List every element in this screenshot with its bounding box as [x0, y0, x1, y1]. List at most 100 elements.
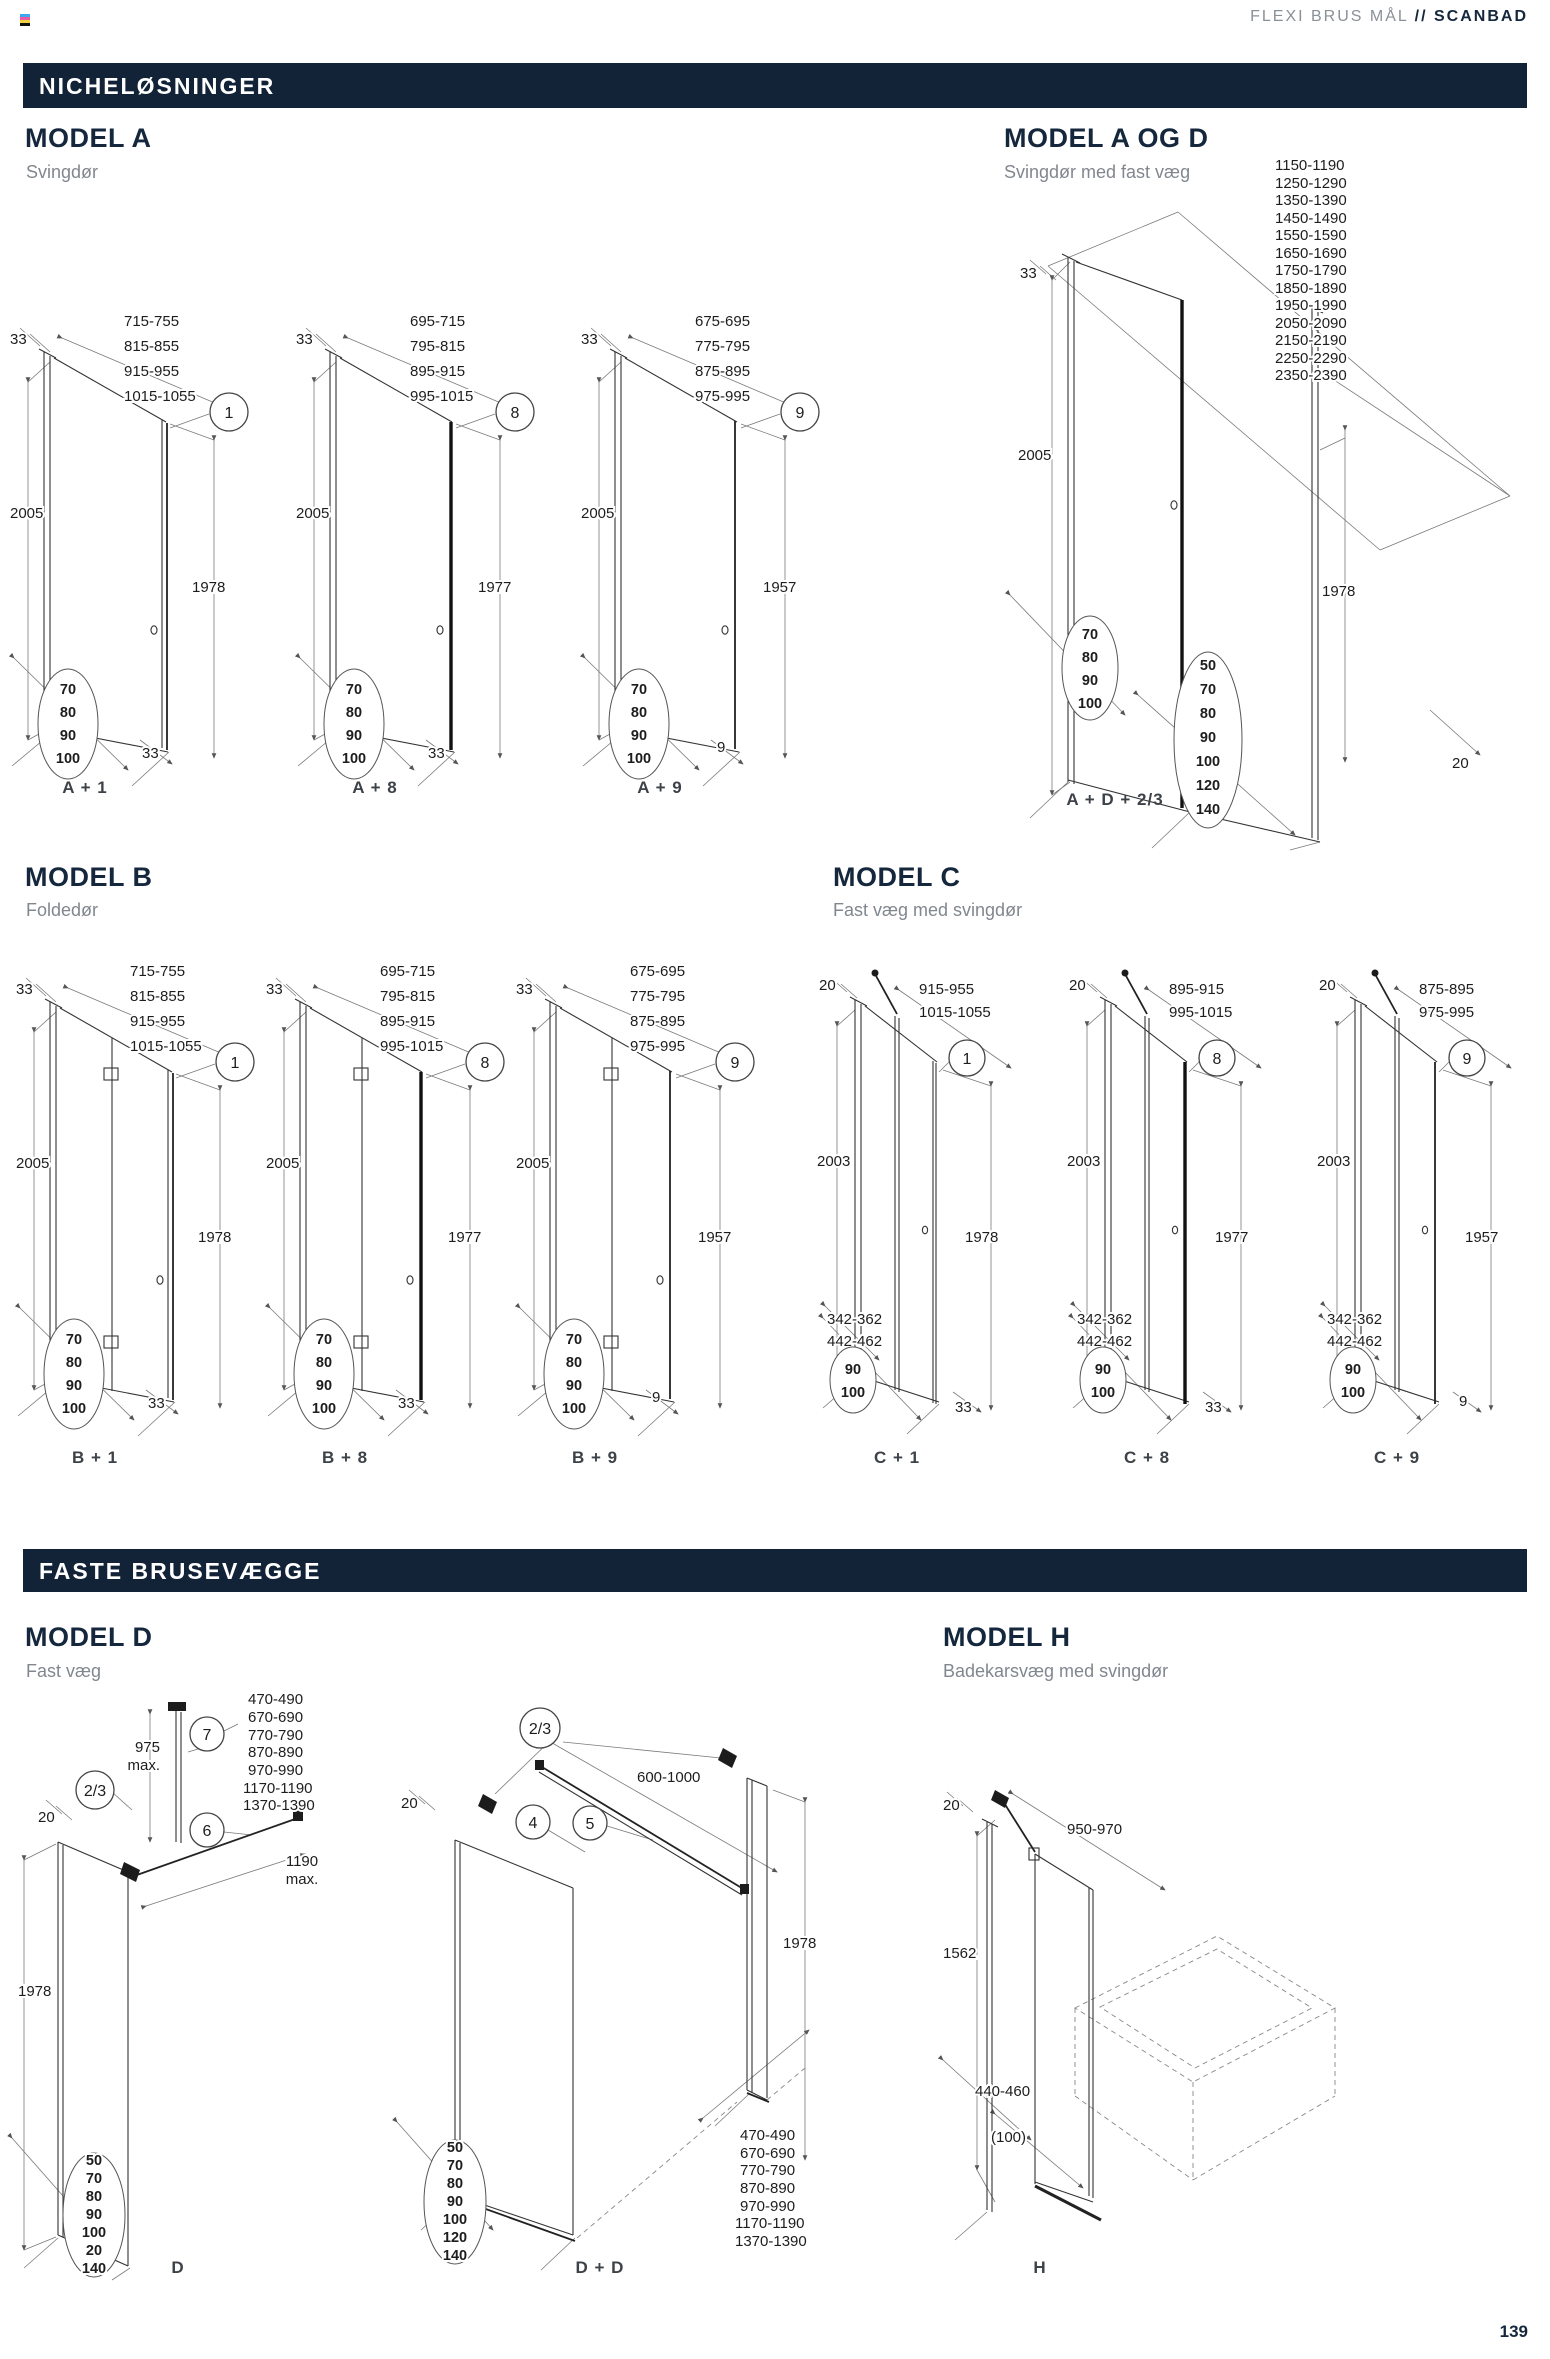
dim-width: 915-955 — [919, 981, 974, 998]
caption-b1: B + 1 — [71, 1448, 119, 1467]
dim-width: 815-855 — [130, 988, 185, 1005]
depth-option: 90 — [60, 728, 76, 744]
dim-gap-bottom: 9 — [717, 739, 725, 756]
depth-option: 90 — [566, 1378, 582, 1394]
model-h-subtitle: Badekarsvæg med svingdør — [943, 1661, 1169, 1681]
door-handle — [921, 1225, 929, 1235]
depth-options-oval — [43, 1318, 105, 1430]
dim-width: 870-890 — [248, 1744, 303, 1761]
dim-width: 695-715 — [380, 963, 435, 980]
dim-height-right: 1977 — [478, 579, 511, 596]
depth-option: 50 — [1200, 658, 1216, 674]
dim-bar-range: 600-1000 — [637, 1769, 700, 1786]
dim-height-left: 2003 — [1317, 1153, 1350, 1170]
dim-height-right: 1978 — [1322, 583, 1355, 600]
dim-brace-length: 1190 — [286, 1853, 318, 1870]
depth-options-oval — [1061, 615, 1119, 721]
model-d-subtitle: Fast væg — [26, 1661, 102, 1681]
dim-gap-top: 33 — [266, 981, 283, 998]
model-c-title: MODEL C — [833, 862, 961, 892]
diagram-h: 20 950-970 1562 440-460 (100) — [937, 1789, 1336, 2241]
dim-width: 970-990 — [740, 2198, 795, 2215]
depth-option: 80 — [86, 2189, 102, 2205]
depth-option: 80 — [1200, 706, 1216, 722]
dim-gap-bottom: 20 — [1452, 755, 1469, 772]
dim-gap-top: 20 — [819, 977, 836, 994]
dim-width: 1015-1055 — [130, 1038, 202, 1055]
dim-width: 675-695 — [695, 313, 750, 330]
caption-dd: D + D — [575, 2258, 625, 2277]
part-callout — [948, 1039, 986, 1077]
dim-width: 795-815 — [410, 338, 465, 355]
dim-gap-bottom: 33 — [142, 745, 159, 762]
depth-option: 90 — [1200, 730, 1216, 746]
depth-option: 140 — [1196, 802, 1220, 818]
dim-width: 815-855 — [124, 338, 179, 355]
part-callout — [519, 1707, 561, 1749]
model-b-subtitle: Foldedør — [26, 900, 99, 920]
dim-height-left: 2005 — [581, 505, 614, 522]
depth-option: 70 — [66, 1332, 82, 1348]
part-callout — [780, 392, 820, 432]
door-handle — [1421, 1225, 1429, 1235]
depth-options-oval — [423, 2139, 487, 2265]
depth-option: 90 — [346, 728, 362, 744]
part-callout — [495, 392, 535, 432]
model-a-subtitle: Svingdør — [26, 162, 99, 182]
part-callout — [515, 1804, 551, 1840]
dim-gap-top: 20 — [1319, 977, 1336, 994]
depth-option: 100 — [562, 1401, 586, 1417]
part-number: 9 — [1463, 1051, 1472, 1068]
depth-option: 80 — [346, 705, 362, 721]
dim-inner-width: 342-362 — [1077, 1311, 1132, 1328]
diagram-b-plus-1: 33 715-755 815-855 915-955 1015-1055 1 2… — [14, 961, 255, 1437]
model-aogd-subtitle: Svingdør med fast væg — [1004, 162, 1191, 182]
section-banner-faste-brusevaegge: FASTE BRUSEVÆGGE — [23, 1549, 1527, 1592]
header-separator: // — [1414, 8, 1428, 25]
fold-hinge — [103, 1335, 119, 1349]
caption-c1: C + 1 — [873, 1448, 921, 1467]
dim-height: 1562 — [943, 1945, 976, 1962]
dim-width: 1370-1390 — [243, 1797, 315, 1814]
depth-option: 100 — [1078, 696, 1102, 712]
diagram-a-plus-8: 33 695-715 795-815 895-915 995-1015 8 20… — [294, 311, 535, 787]
diagram-d-plus-d: 20 2/3 600-1000 4 5 1978 50 70 80 90 100… — [392, 1707, 818, 2271]
depth-option: 120 — [1196, 778, 1220, 794]
dim-width: 895-915 — [410, 363, 465, 380]
model-a-title: MODEL A — [25, 123, 152, 153]
depth-options-oval — [62, 2152, 126, 2278]
dim-width: 2050-2090 — [1275, 315, 1347, 332]
depth-option: 90 — [1095, 1362, 1111, 1378]
part-number: 1 — [225, 405, 234, 422]
door-handle — [406, 1275, 414, 1285]
dim-inner-width: 442-462 — [1327, 1333, 1382, 1350]
dim-gap-bottom: 33 — [1205, 1399, 1222, 1416]
depth-option: 100 — [1341, 1385, 1365, 1401]
part-number: 7 — [203, 1727, 212, 1744]
dim-gap-bottom: 33 — [428, 745, 445, 762]
caption-b8: B + 8 — [321, 1448, 369, 1467]
dim-width: 775-795 — [695, 338, 750, 355]
dim-brace-length-suffix: max. — [286, 1871, 319, 1888]
depth-options-oval — [829, 1346, 877, 1414]
dim-width: 775-795 — [630, 988, 685, 1005]
model-b-title: MODEL B — [25, 862, 153, 892]
diagram-a-plus-1: 33 715-755 815-855 915-955 1015-1055 1 2… — [8, 311, 249, 787]
depth-option: 70 — [566, 1332, 582, 1348]
depth-option: 100 — [62, 1401, 86, 1417]
dim-max-height: 975 — [135, 1739, 160, 1756]
dim-height-left: 2005 — [516, 1155, 549, 1172]
part-number: 9 — [731, 1055, 740, 1072]
dim-width: 1550-1590 — [1275, 227, 1347, 244]
dim-height-right: 1978 — [192, 579, 225, 596]
part-callout — [572, 1805, 608, 1841]
depth-option: 90 — [1082, 673, 1098, 689]
depth-option: 80 — [66, 1355, 82, 1371]
depth-option: 120 — [443, 2230, 467, 2246]
dim-width: 1150-1190 — [1275, 157, 1345, 174]
part-callout — [715, 1042, 755, 1082]
dim-gap-bottom: 9 — [652, 1389, 660, 1406]
depth-option: 70 — [447, 2158, 463, 2174]
dim-width: 915-955 — [124, 363, 179, 380]
dim-gap-top: 33 — [1020, 265, 1037, 282]
